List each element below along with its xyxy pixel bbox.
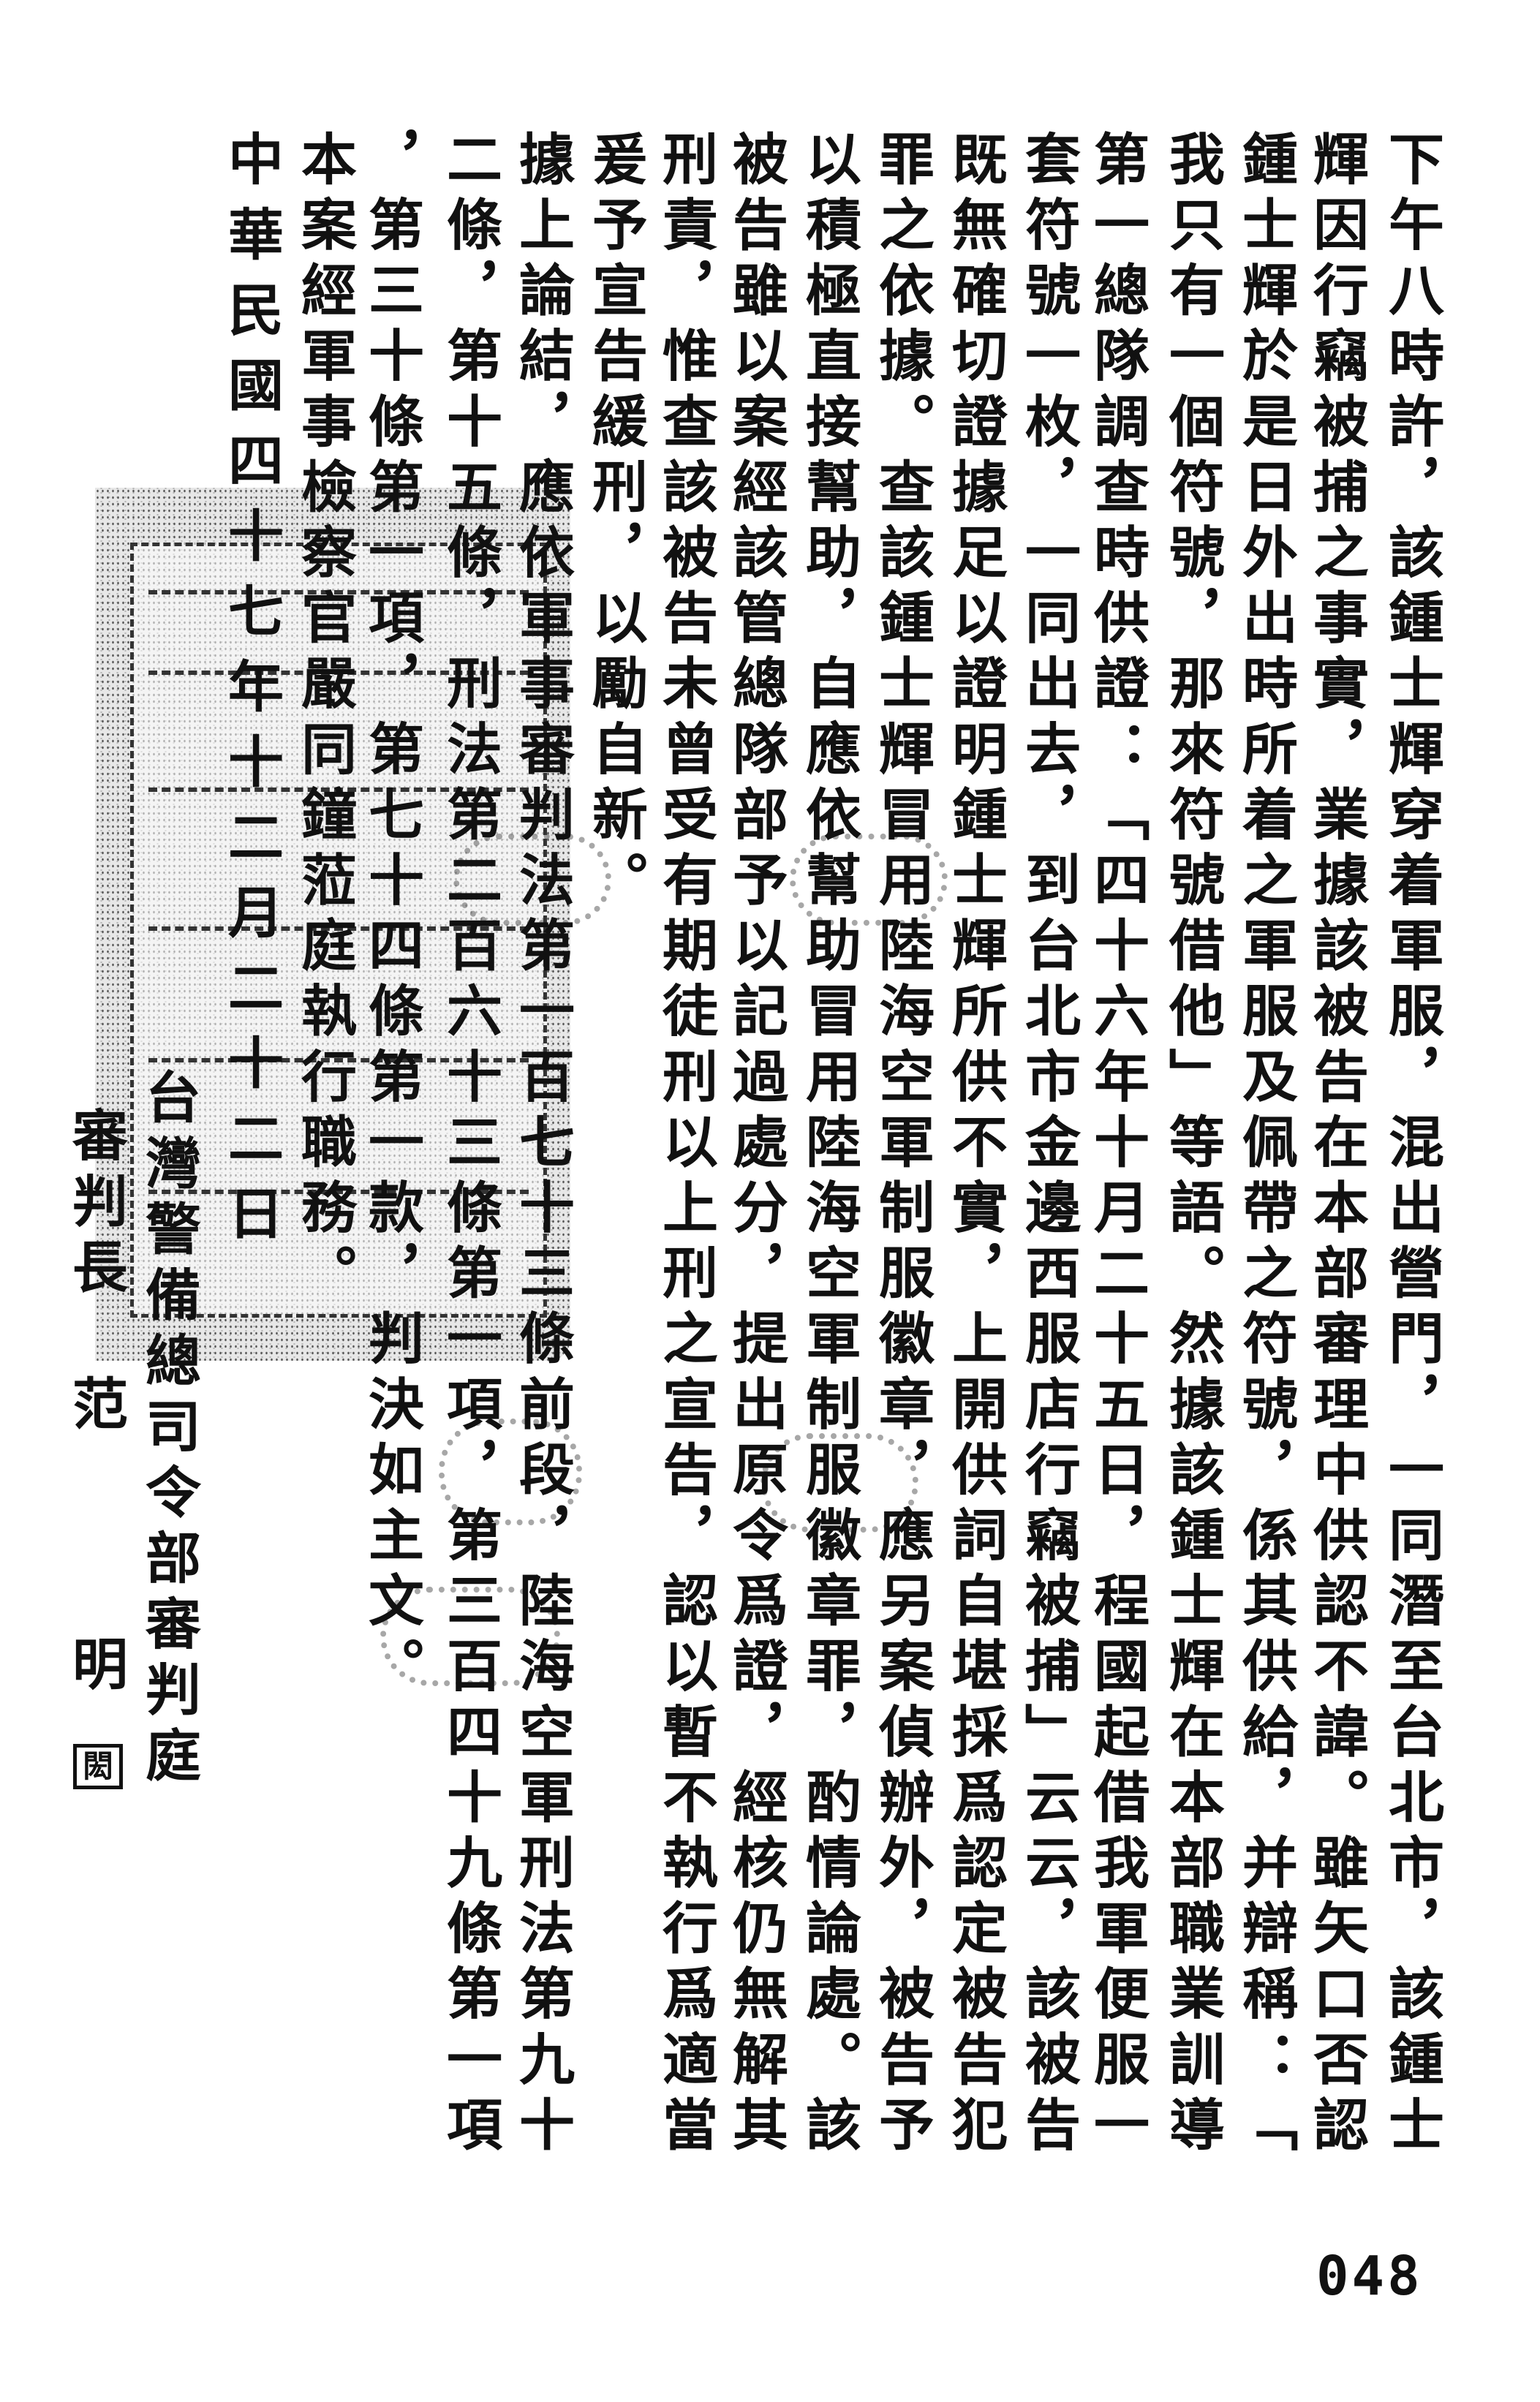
judge-seal: 閎 (73, 1744, 123, 1789)
text-column: ，第三十條第一項，第七十四條第一款，判決如主文。 (359, 130, 424, 1703)
text-column: 罪之依據。查該鍾士輝冒用陸海空軍制服徽章，應另案偵辦外，被告予 (869, 130, 935, 2161)
watermark-mark (790, 834, 948, 926)
text-column: 既無確切證據足以證明鍾士輝所供不實，上開供詞自堪採爲認定被告犯 (943, 130, 1008, 2161)
text-column: 被告雖以案經該管總隊部予以記過處分，提出原令爲證，經核仍無解其 (723, 130, 788, 2161)
text-column: 輝因行竊被捕之事實，業據該被告在本部審理中供認不諱。雖矢口否認 (1304, 130, 1369, 2161)
text-column: 二條，第十五條，刑法第二百六十三條第一項，第三百四十九條第一項 (437, 130, 502, 2161)
stamp-seal-frame (130, 543, 547, 1318)
text-column: 刑責，惟查該被告未曾受有期徒刑以上刑之宣告，認以暫不執行爲適當 (653, 130, 718, 2161)
text-column: 我只有一個符號，那來符號借他」等語。然據該鍾士輝在本部職業訓導 (1160, 130, 1225, 2161)
text-column: 爰予宣告緩刑，以勵自新。 (583, 130, 648, 917)
text-column: 第一總隊調查時供證：「四十六年十月二十五日，程國起借我軍便服一 (1084, 130, 1150, 2161)
text-column: 鍾士輝於是日外出時所着之軍服及佩帶之符號，係其供給，并辯稱：「 (1233, 130, 1298, 2161)
watermark-mark (380, 1587, 560, 1686)
page-number: 048 (1316, 2245, 1423, 2308)
presiding-judge-title: 審判長 (63, 1106, 128, 1304)
watermark-mark (439, 1419, 582, 1525)
watermark-mark (760, 1433, 918, 1533)
text-column: 本案經軍事檢察官嚴同鐘蒞庭執行職務。 (292, 130, 357, 1310)
text-column: 套符號一枚，一同出去，到台北市金邊西服店行竊被捕」云云，該被告 (1016, 130, 1081, 2161)
text-column: 以積極直接幫助，自應依幫助冒用陸海空軍制服徽章罪，酌情論處。該 (796, 130, 861, 2161)
judge-given-name: 明 (63, 1635, 128, 1701)
watermark-mark (453, 834, 611, 926)
text-column: 據上論結，應依軍事審判法第一百七十三條前段，陸海空軍刑法第九十 (510, 130, 575, 2161)
court-name: 台灣警備總司令部審判庭 (136, 1068, 201, 1792)
text-column: 下午八時許，該鍾士輝穿着軍服，混出營門，一同潛至台北市，該鍾士 (1379, 130, 1444, 2161)
judge-surname: 范 (63, 1375, 128, 1440)
judgment-date: 中華民國四十七年十二月二十二日 (219, 130, 284, 1260)
